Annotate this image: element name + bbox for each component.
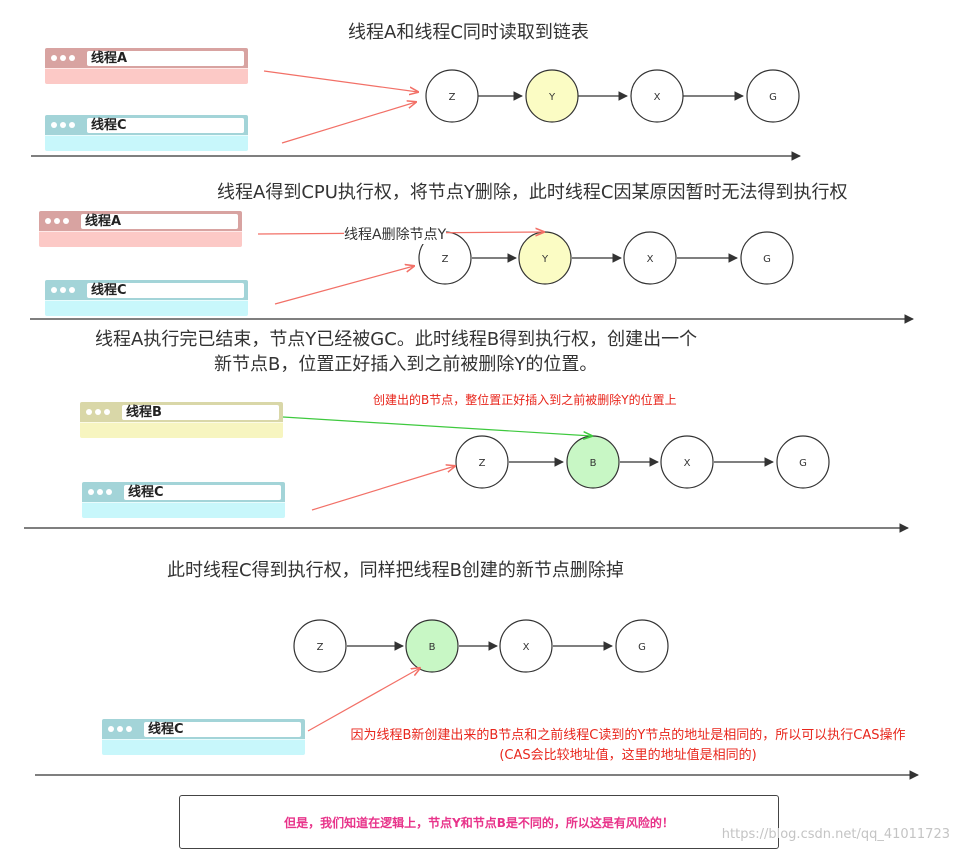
thread-a-label: 线程A [87, 51, 244, 66]
node-y-label: Y [541, 254, 549, 265]
node-z [425, 69, 479, 123]
thread-pointer-arrow [311, 466, 455, 511]
node-z-label: Z [479, 458, 486, 469]
node-b [405, 619, 459, 673]
window-dots-icon [86, 407, 110, 417]
window-dots-icon [108, 724, 132, 734]
node-y [518, 231, 572, 285]
node-x [630, 69, 684, 123]
node-z-label: Z [317, 642, 324, 653]
step1-caption: 线程A和线程C同时读取到链表 [348, 22, 589, 43]
window-dots-icon [45, 216, 69, 226]
list-stage1: Z Y X G [263, 69, 800, 144]
node-y [525, 69, 579, 123]
warning-text: 但是，我们知道在逻辑上，节点Y和节点B是不同的，所以这是有风险的！ [284, 816, 674, 830]
step3-caption-line1: 线程A执行完已结束，节点Y已经被GC。此时线程B得到执行权，创建出一个 [95, 329, 698, 350]
node-g-label: G [638, 642, 646, 653]
thread-a-label: 线程A [81, 214, 238, 229]
warning-box: 但是，我们知道在逻辑上，节点Y和节点B是不同的，所以这是有风险的！ [179, 795, 779, 849]
node-z [293, 619, 347, 673]
node-x-label: X [647, 254, 654, 265]
thread-pointer-arrow [281, 102, 416, 144]
b-created-annotation: 创建出的B节点，整位置正好插入到之前被删除Y的位置上 [373, 393, 677, 407]
thread-c-window: 线程C [82, 482, 285, 518]
thread-c-label: 线程C [124, 485, 281, 500]
window-dots-icon [51, 285, 75, 295]
node-x-label: X [684, 458, 691, 469]
node-x [499, 619, 553, 673]
node-g-label: G [799, 458, 807, 469]
node-g [615, 619, 669, 673]
node-x-label: X [523, 642, 530, 653]
step2-caption: 线程A得到CPU执行权，将节点Y删除，此时线程C因某原因暂时无法得到执行权 [217, 182, 848, 203]
thread-c-window: 线程C [45, 280, 248, 316]
node-z-label: Z [449, 92, 456, 103]
node-b-label: B [429, 642, 436, 653]
thread-b-window: 线程B [80, 402, 283, 438]
thread-b-pointer-arrow [282, 416, 592, 436]
thread-c-window: 线程C [45, 115, 248, 151]
thread-c-label: 线程C [87, 283, 244, 298]
window-dots-icon [51, 53, 75, 63]
node-g [776, 435, 830, 489]
thread-b-label: 线程B [122, 405, 279, 420]
thread-c-label: 线程C [144, 722, 301, 737]
thread-pointer-arrow [274, 266, 414, 305]
node-g-label: G [769, 92, 777, 103]
step3-caption-line2: 新节点B，位置正好插入到之前被删除Y的位置。 [214, 354, 598, 375]
list-stage4: Z B X G [293, 619, 669, 732]
node-x [660, 435, 714, 489]
delete-y-annotation: 线程A删除节点Y [344, 224, 447, 244]
cas-annotation: 因为线程B新创建出来的B节点和之前线程C读到的Y节点的地址是相同的，所以可以执行… [350, 728, 906, 763]
node-z-label: Z [442, 254, 449, 265]
thread-a-window: 线程A [39, 211, 242, 247]
thread-c-window: 线程C [102, 719, 305, 755]
node-z [455, 435, 509, 489]
watermark: https://blog.csdn.net/qq_41011723 [721, 827, 950, 842]
node-x-label: X [654, 92, 661, 103]
thread-pointer-arrow [307, 668, 420, 732]
step4-caption: 此时线程C得到执行权，同样把线程B创建的新节点删除掉 [167, 560, 624, 581]
node-g-label: G [763, 254, 771, 265]
list-stage3: Z B X G [282, 416, 830, 511]
list-stage2: Z Y X G [257, 231, 794, 305]
thread-c-label: 线程C [87, 118, 244, 133]
node-g [740, 231, 794, 285]
node-x [623, 231, 677, 285]
node-b-label: B [590, 458, 597, 469]
window-dots-icon [51, 120, 75, 130]
node-y-label: Y [548, 92, 556, 103]
thread-pointer-arrow [263, 70, 418, 92]
thread-a-window: 线程A [45, 48, 248, 84]
node-g [746, 69, 800, 123]
window-dots-icon [88, 487, 112, 497]
